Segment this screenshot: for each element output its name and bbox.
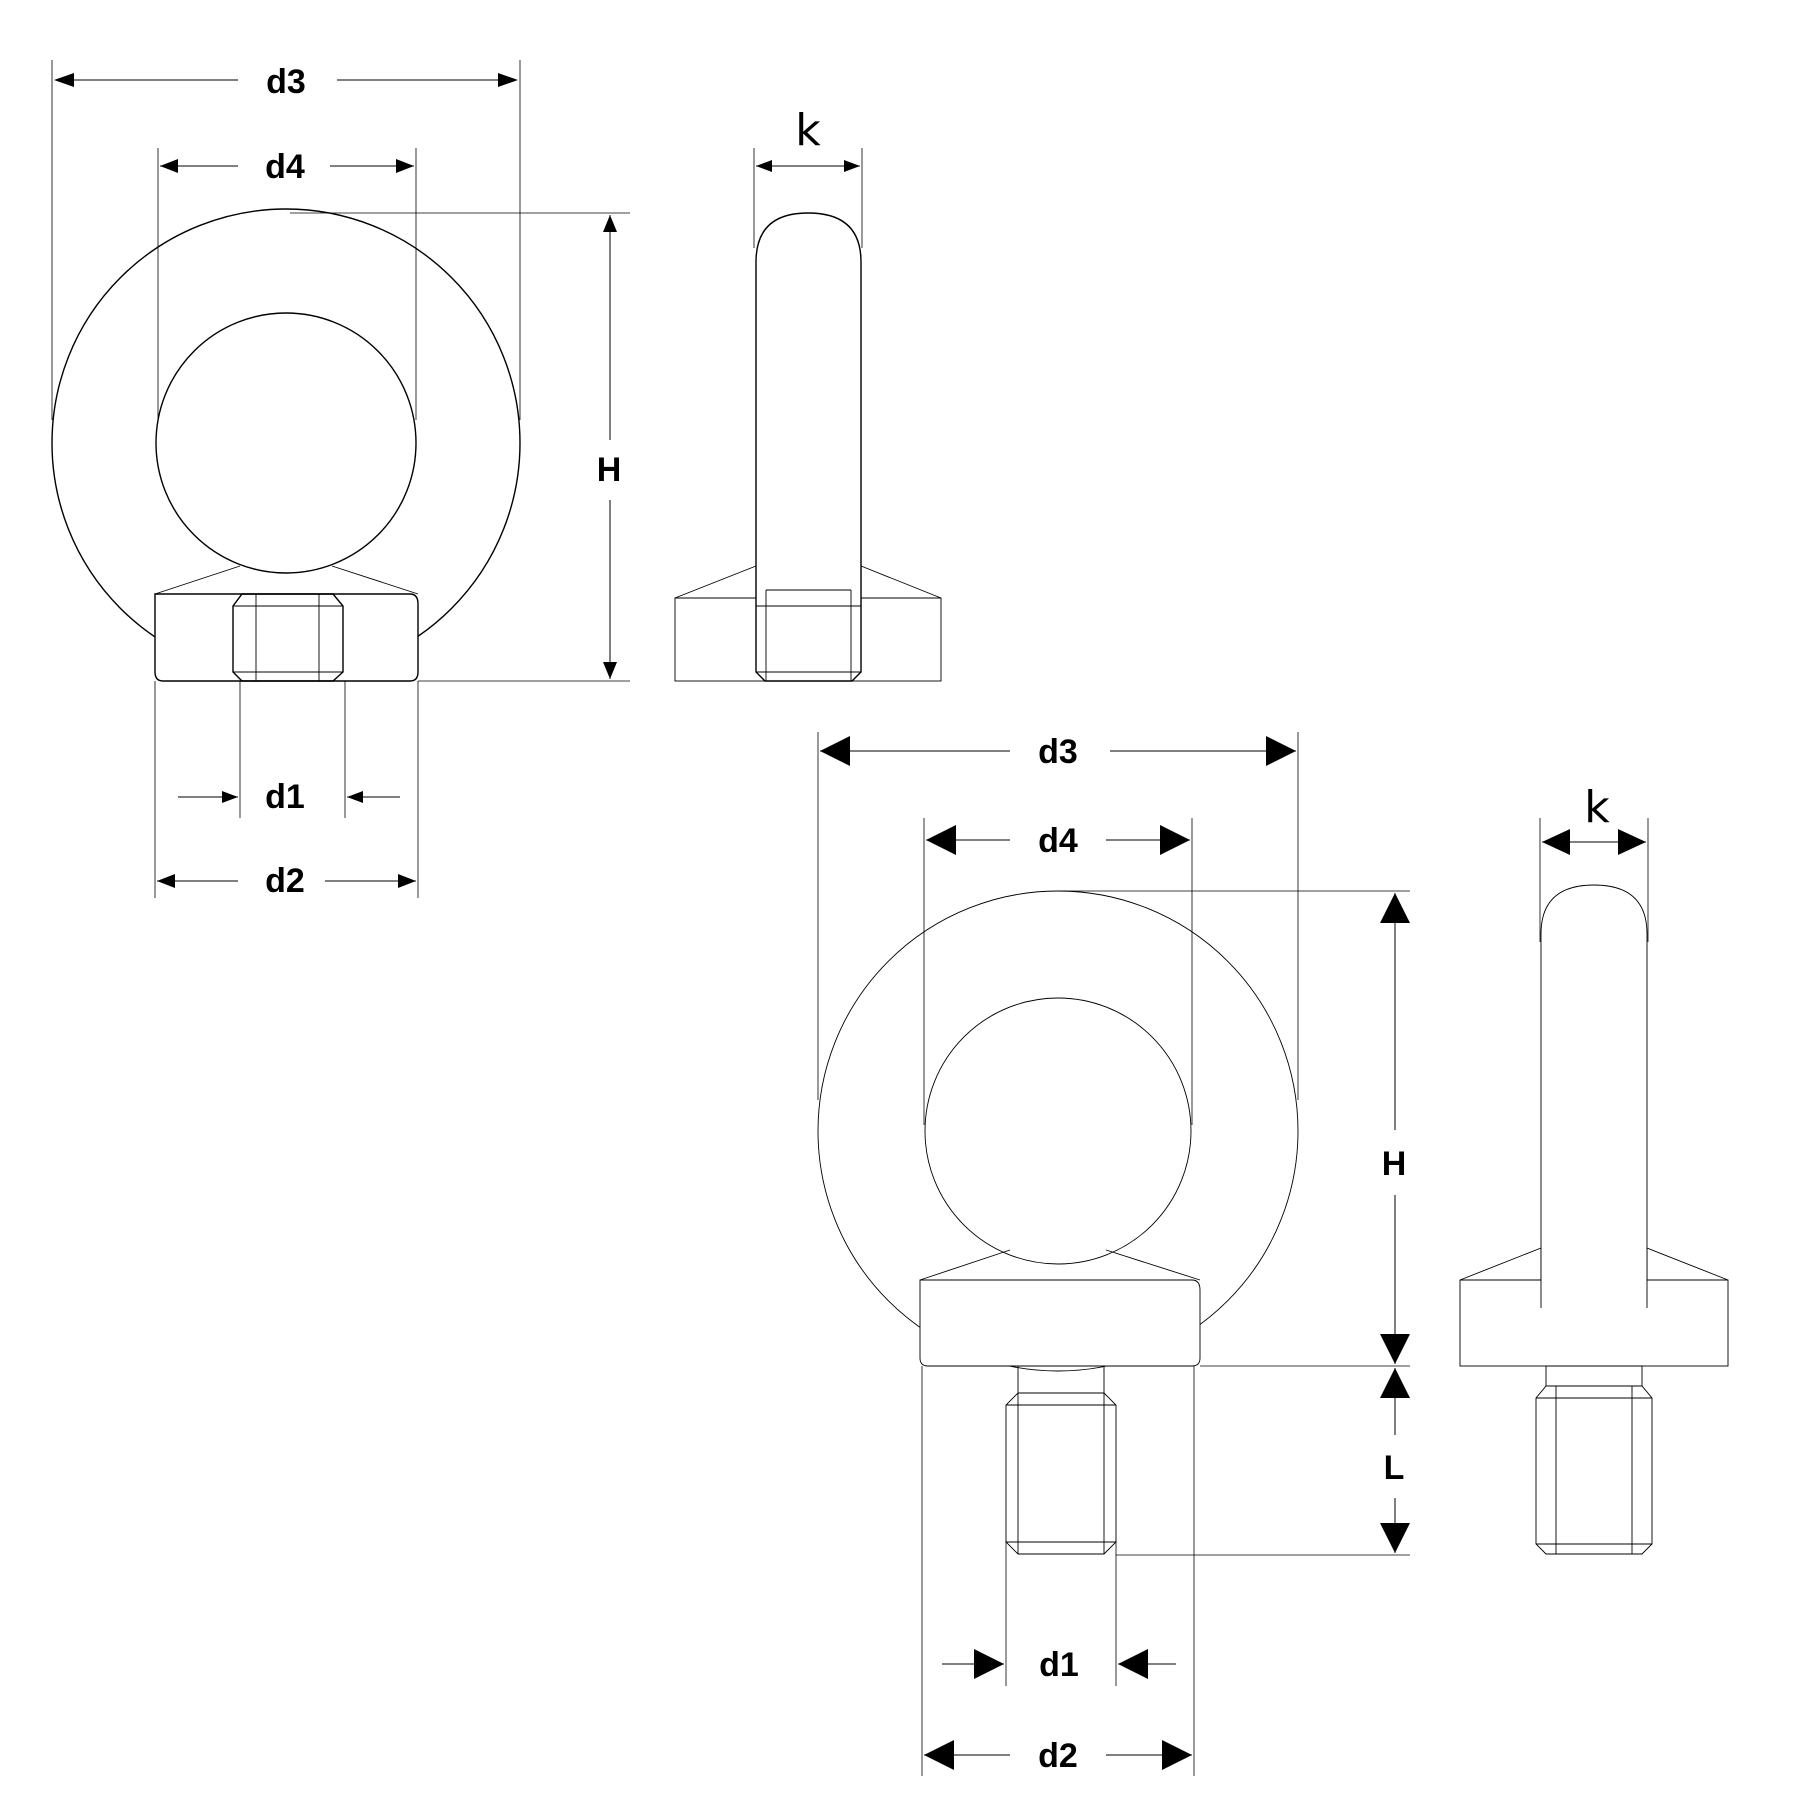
dim-label-h: H xyxy=(1382,1145,1407,1183)
dim-label-l: L xyxy=(1384,1449,1405,1487)
eye-nut-side-view xyxy=(674,212,942,682)
dim-label-d4: d4 xyxy=(1038,822,1078,860)
dim-label-k: k xyxy=(1584,782,1610,833)
dim-label-d3: d3 xyxy=(1038,733,1078,771)
dim-label-d2: d2 xyxy=(265,862,305,900)
dim-label-d1: d1 xyxy=(1039,1646,1079,1684)
eye-bolt-front-view xyxy=(817,890,1299,1555)
dim-label-d4: d4 xyxy=(265,148,305,186)
dim-label-k: k xyxy=(795,105,821,156)
dim-label-d2: d2 xyxy=(1038,1737,1078,1775)
dim-label-d3: d3 xyxy=(266,63,306,101)
eye-nut-dimensions: d3 d4 k H d1 d2 xyxy=(51,60,863,900)
eye-bolt-dimensions: d3 d4 k H L d1 d2 xyxy=(817,732,1649,1776)
eye-bolt-side-view xyxy=(1459,884,1729,1555)
dim-label-d1: d1 xyxy=(265,778,305,816)
eye-nut-front-view xyxy=(51,208,521,682)
dim-label-h: H xyxy=(597,451,622,489)
